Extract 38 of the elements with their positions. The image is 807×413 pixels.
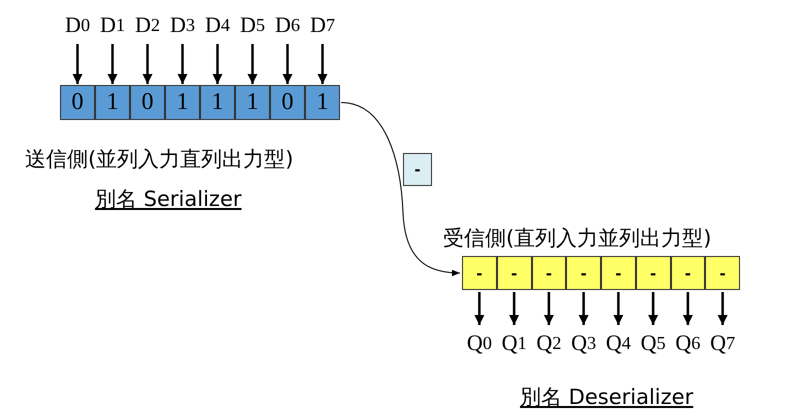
arrow	[212, 44, 222, 84]
bit-cell: 1	[95, 85, 130, 120]
bit-cell: -	[532, 256, 566, 290]
bit-cell: -	[462, 256, 497, 290]
bit-cell: -	[566, 256, 601, 290]
heading: 送信側(並列入力直列出力型)	[25, 146, 294, 173]
arrow	[718, 292, 728, 325]
bit-cell: 1	[200, 85, 235, 120]
alias-label: 別名 Deserializer	[520, 384, 694, 411]
arrow	[682, 292, 693, 325]
bit-cell: 0	[270, 85, 305, 120]
arrow	[318, 44, 328, 84]
bit-cell: -	[670, 256, 706, 290]
arrow	[282, 44, 292, 84]
bit-cell: 0	[60, 85, 95, 120]
bit-cell: -	[496, 256, 532, 290]
arrow	[248, 44, 258, 84]
arrow	[613, 292, 624, 325]
bit-cell: 1	[305, 85, 340, 120]
arrow	[72, 44, 82, 84]
bit-cell: -	[705, 256, 740, 290]
bit-cell: 1	[235, 85, 270, 120]
arrow	[544, 292, 554, 325]
arrow	[142, 44, 152, 84]
curved-arrow	[340, 102, 460, 276]
arrow	[509, 292, 520, 325]
arrow	[648, 292, 658, 325]
bit-cell: 1	[165, 85, 200, 120]
bit-cell: -	[601, 256, 636, 290]
heading: 受信側(直列入力並列出力型)	[443, 225, 712, 252]
bit-cell: 0	[130, 85, 165, 120]
arrow	[578, 292, 589, 325]
bit-box: -	[403, 153, 432, 186]
arrow	[474, 292, 484, 325]
bit-cell: -	[636, 256, 670, 290]
arrow	[178, 44, 188, 84]
alias-label: 別名 Serializer	[95, 186, 242, 213]
arrow	[108, 44, 118, 84]
